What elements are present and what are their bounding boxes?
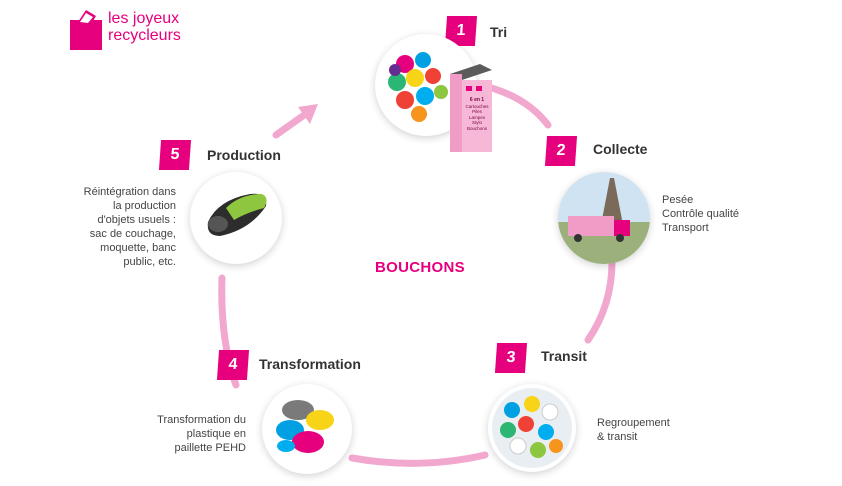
step-3-label: Transit — [541, 348, 587, 364]
center-title: BOUCHONS — [375, 259, 465, 276]
step-1-image — [375, 34, 477, 136]
sleeping-bag-icon — [207, 193, 267, 236]
step-3-badge: 3 — [494, 343, 528, 373]
step-4-badge: 4 — [216, 350, 250, 380]
step-3-image — [488, 384, 576, 472]
logo-text: les joyeux recycleurs — [108, 10, 181, 44]
cycle-arrow — [272, 109, 311, 139]
step-3-description: Regroupement & transit — [597, 417, 670, 443]
step-4-label: Transformation — [259, 356, 361, 372]
collection-box: 6 en 1 Cartouches Piles Lampes Stylo Bou… — [450, 60, 492, 152]
step-5-description: Réintégration dans la production d'objet… — [83, 186, 176, 268]
collection-box-icon — [450, 64, 492, 152]
bottle-caps-pile-icon — [492, 388, 572, 468]
logo-box-icon — [70, 10, 102, 50]
logo[interactable] — [68, 6, 208, 56]
step-4-image — [262, 384, 352, 474]
step-1-label: Tri — [490, 24, 508, 40]
truck-eiffel-tower-icon — [558, 172, 650, 264]
step-5-image — [190, 172, 282, 264]
collection-box-text: 6 en 1 Cartouches Piles Lampes Stylo Bou… — [465, 97, 489, 131]
step-2-description: Pesée Contrôle qualité Transport — [662, 194, 740, 234]
step-4-description: Transformation du plastique en paillette… — [157, 414, 246, 454]
plastic-flakes-icon — [276, 400, 334, 453]
step-5-badge: 5 — [158, 140, 192, 170]
step-2-badge: 2 — [544, 136, 578, 166]
step-2-image — [558, 172, 650, 264]
colorful-bottle-caps-icon — [388, 52, 448, 122]
step-5-label: Production — [207, 147, 281, 163]
step-2-label: Collecte — [593, 141, 648, 157]
